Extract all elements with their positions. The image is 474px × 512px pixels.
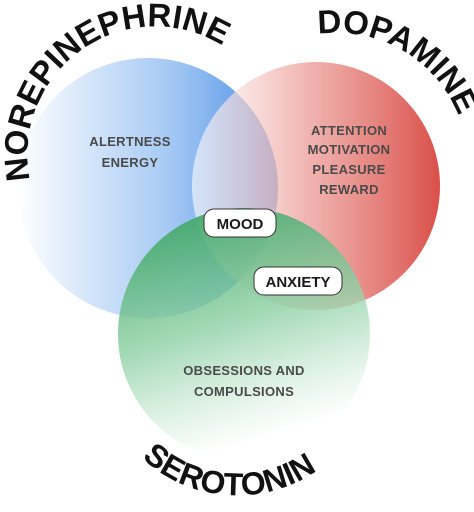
serotonin-line-2: COMPULSIONS bbox=[194, 384, 294, 399]
norepinephrine-line-2: ENERGY bbox=[102, 155, 159, 170]
mood-label: MOOD bbox=[217, 216, 264, 233]
dopamine-line-2: MOTIVATION bbox=[308, 142, 391, 157]
anxiety-pill bbox=[253, 266, 343, 296]
dopamine-line-1: ATTENTION bbox=[311, 123, 387, 138]
norepinephrine-line-1: ALERTNESS bbox=[89, 134, 170, 149]
dopamine-line-3: PLEASURE bbox=[312, 162, 385, 177]
dopamine-line-4: REWARD bbox=[319, 182, 379, 197]
serotonin-line-1: OBSESSIONS AND bbox=[183, 363, 304, 378]
mood-pill bbox=[203, 208, 277, 238]
anxiety-label: ANXIETY bbox=[265, 274, 330, 291]
